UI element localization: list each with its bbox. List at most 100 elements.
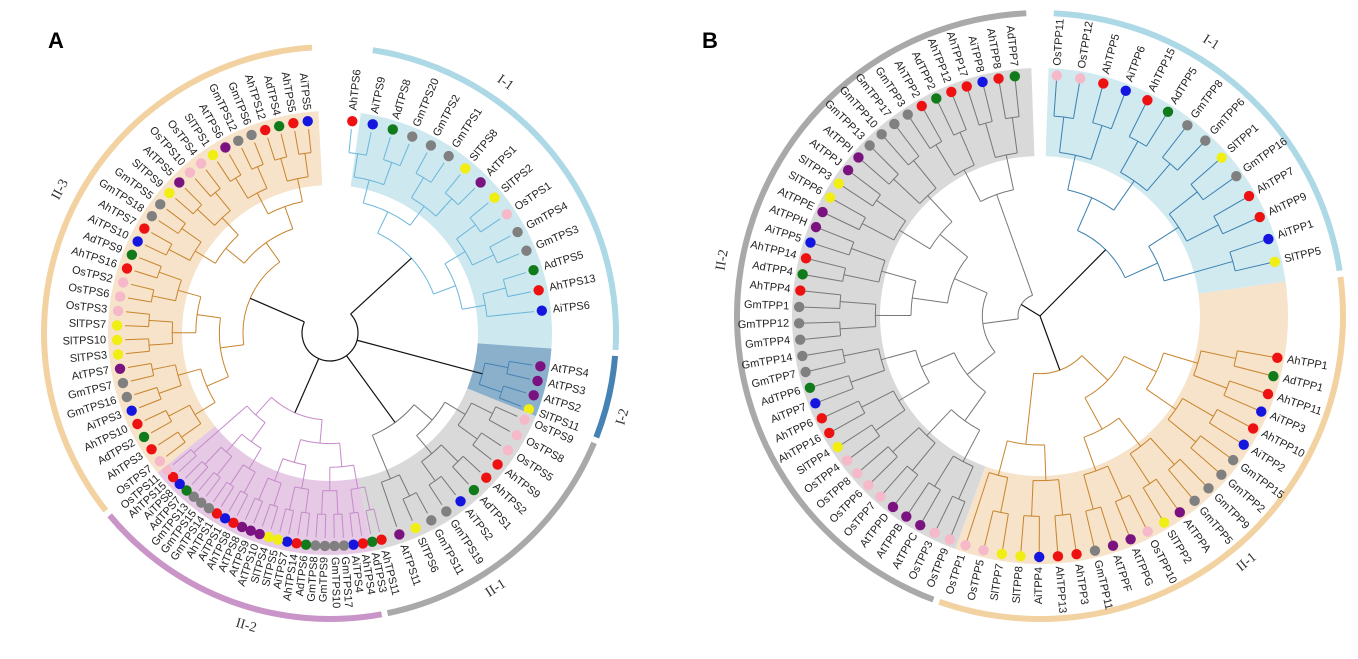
tree-branch xyxy=(306,513,311,537)
clade-label-I-1: I-1 xyxy=(494,72,516,94)
tree-branch xyxy=(377,211,389,234)
tree-branch xyxy=(148,343,173,346)
species-dot xyxy=(1200,135,1211,146)
tree-branch xyxy=(480,218,501,233)
tree-branch xyxy=(297,512,302,536)
leaf-label: AiTPP6 xyxy=(1124,44,1148,83)
species-dot xyxy=(1269,256,1281,267)
tree-branch xyxy=(939,234,968,258)
tree-branch xyxy=(221,217,239,236)
tree-branch xyxy=(373,508,381,533)
species-dot xyxy=(535,361,546,372)
species-dot xyxy=(1272,352,1283,364)
tree-branch xyxy=(372,404,415,436)
clade-arc-I-2 xyxy=(593,355,619,439)
tree-branch xyxy=(1163,352,1198,364)
tree-branch xyxy=(243,471,256,494)
tree-branch xyxy=(349,513,354,537)
tree-branch xyxy=(1031,480,1034,517)
tree-branch xyxy=(893,178,921,204)
tree-branch xyxy=(220,446,233,457)
tree-branch xyxy=(1014,81,1020,117)
species-dot xyxy=(804,382,816,394)
tree-branch xyxy=(380,482,398,527)
leaf-label: AdTPS5 xyxy=(542,249,585,273)
species-dot xyxy=(112,305,124,317)
leaf-label: SlTPP8 xyxy=(1011,566,1026,604)
leaf-label: SlTPS7 xyxy=(69,318,107,331)
species-dot xyxy=(114,291,126,302)
tree-branch xyxy=(350,489,355,513)
tree-branch xyxy=(484,362,509,369)
species-dot xyxy=(367,119,378,130)
tree-branch xyxy=(288,510,295,534)
species-dot xyxy=(961,81,972,92)
tree-branch xyxy=(402,498,413,521)
species-dot xyxy=(1162,106,1174,117)
species-dot xyxy=(138,431,150,443)
species-dot xyxy=(993,73,1004,84)
tree-branch xyxy=(457,424,478,440)
tree-branch xyxy=(152,364,176,371)
species-dot xyxy=(174,177,185,188)
tree-branch xyxy=(1237,350,1273,358)
species-dot xyxy=(1075,73,1086,84)
clade-label-I-2: I-2 xyxy=(613,407,632,427)
leaf-label: AhTPP9 xyxy=(1266,191,1308,219)
tree-branch xyxy=(226,481,234,488)
tree-branch xyxy=(1007,440,1045,446)
species-dot xyxy=(1268,370,1279,382)
tree-branch xyxy=(413,404,433,421)
tree-branch xyxy=(341,513,344,538)
tree-branch xyxy=(148,338,151,352)
leaf-label: AhTPP8 xyxy=(984,27,1003,69)
tree-branch xyxy=(250,422,266,442)
species-dot xyxy=(931,93,942,104)
tree-branch xyxy=(851,248,886,261)
tree-branch xyxy=(365,510,372,535)
leaf-label: SlTPS10 xyxy=(63,334,107,347)
tree-branch xyxy=(157,431,179,446)
tree-branch xyxy=(444,251,466,265)
tree-branch xyxy=(1190,160,1219,185)
tree-branch xyxy=(193,405,248,454)
species-dot xyxy=(793,318,805,329)
tree-branch xyxy=(934,455,954,487)
clade-label-II-2: II-2 xyxy=(713,248,731,271)
leaf-label: OsTPP12 xyxy=(1076,20,1096,69)
tree-branch xyxy=(226,433,243,453)
tree-branch xyxy=(923,110,943,142)
tree-branch xyxy=(134,387,158,396)
species-dot xyxy=(1256,406,1267,417)
leaf-label: AdTPP7 xyxy=(1004,25,1020,67)
tree-branch xyxy=(1155,478,1178,509)
tree-branch xyxy=(216,456,233,476)
tree-branch xyxy=(130,283,154,291)
species-dot xyxy=(132,236,143,247)
tree-branch xyxy=(125,350,150,355)
tree-branch xyxy=(843,274,879,283)
species-dot xyxy=(1071,549,1082,560)
tree-branch xyxy=(444,401,466,415)
species-dot xyxy=(455,496,466,507)
species-dot xyxy=(300,539,312,550)
tree-branch xyxy=(1168,458,1181,471)
leaf-label: SlTPP1 xyxy=(1225,122,1261,156)
tree-branch xyxy=(921,352,955,368)
species-dot xyxy=(944,534,955,545)
species-dot xyxy=(246,129,257,141)
tree-branch xyxy=(409,206,425,226)
species-dot xyxy=(929,527,940,538)
leaf-label: AhTPP15 xyxy=(1146,46,1178,94)
tree-branch xyxy=(1100,506,1112,542)
tree-branch xyxy=(150,363,155,376)
tree-branch xyxy=(862,223,895,241)
species-dot xyxy=(794,334,806,345)
species-dot xyxy=(196,497,207,508)
tree-branch xyxy=(294,486,309,490)
species-dot xyxy=(139,223,150,234)
tree-branch xyxy=(383,159,401,167)
leaf-label: GmTPS8 xyxy=(306,556,321,602)
